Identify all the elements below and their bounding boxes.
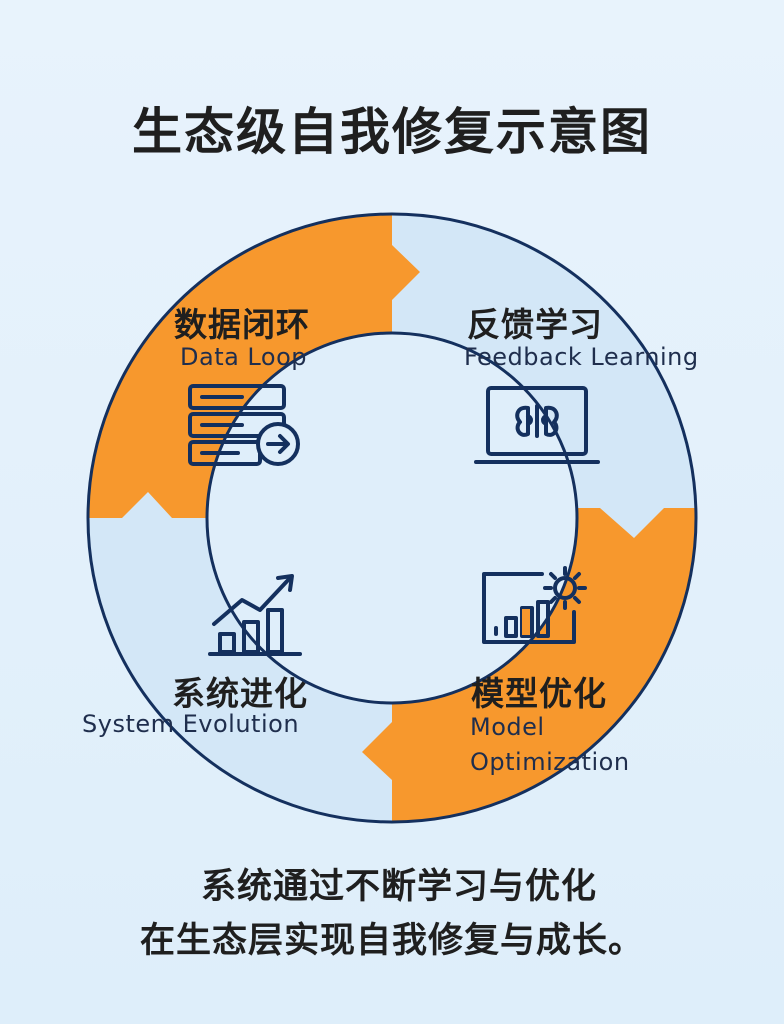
growth-chart-icon xyxy=(208,574,302,656)
server-arrow-icon xyxy=(188,384,300,466)
laptop-brain-icon xyxy=(474,386,600,464)
node-system-evolution-subtitle: System Evolution xyxy=(82,710,300,738)
node-feedback-learning-title: 反馈学习 xyxy=(467,305,603,344)
node-feedback-learning-subtitle: Feedback Learning xyxy=(464,343,699,371)
ring-outer-outline xyxy=(86,212,698,824)
page-title: 生态级自我修复示意图 xyxy=(132,103,652,161)
chart-gear-icon xyxy=(482,566,587,644)
node-model-optimization-subtitle: Model Optimization xyxy=(470,713,630,776)
node-system-evolution-title: 系统进化 xyxy=(172,674,308,713)
node-model-optimization-title: 模型优化 xyxy=(471,674,607,713)
ring-inner-outline xyxy=(205,331,579,705)
node-data-loop-subtitle: Data Loop xyxy=(180,343,307,371)
caption-line-1: 系统通过不断学习与优化 xyxy=(200,867,597,907)
caption-line-2: 在生态层实现自我修复与成长。 xyxy=(139,921,644,961)
node-data-loop-title: 数据闭环 xyxy=(174,305,310,344)
